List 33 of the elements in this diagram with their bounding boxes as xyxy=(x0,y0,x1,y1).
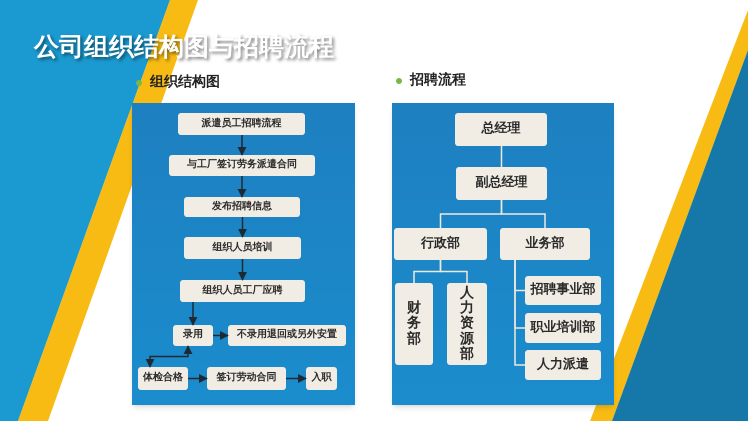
process-box: 派遣员工招聘流程 xyxy=(178,113,305,135)
process-box: 发布招聘信息 xyxy=(184,197,300,217)
arrow xyxy=(188,374,208,383)
process-box: 人力资源部 xyxy=(447,283,487,365)
process-box: 行政部 xyxy=(394,228,487,260)
process-box: 签订劳动合同 xyxy=(207,367,286,390)
process-box: 招聘事业部 xyxy=(525,276,601,305)
process-box: 与工厂签订劳务派遣合同 xyxy=(169,155,315,176)
arrow xyxy=(238,135,246,156)
connector-line xyxy=(500,146,502,167)
process-box: 组织人员工厂应聘 xyxy=(180,280,305,302)
process-box: 副总经理 xyxy=(456,167,547,200)
arrow xyxy=(146,345,192,368)
arrow xyxy=(238,217,247,238)
arrow xyxy=(238,176,246,198)
process-box: 组织人员培训 xyxy=(184,237,301,259)
arrow xyxy=(188,302,198,326)
process-box: 不录用退回或另外安置 xyxy=(228,325,346,346)
process-box: 人力派遣 xyxy=(525,350,601,380)
process-box: 职业培训部 xyxy=(525,313,601,343)
process-box: 录用 xyxy=(173,325,213,346)
connector-line xyxy=(514,260,525,366)
connector-line xyxy=(440,260,468,283)
arrow xyxy=(286,374,307,383)
process-box: 业务部 xyxy=(500,228,590,260)
arrow xyxy=(213,331,229,340)
arrow xyxy=(238,259,247,281)
process-box: 体检合格 xyxy=(138,367,188,390)
connector-line xyxy=(500,200,546,228)
section-heading: 招聘流程 xyxy=(410,70,466,90)
process-box: 入职 xyxy=(306,367,337,390)
process-box: 总经理 xyxy=(455,113,547,146)
process-box: 财务部 xyxy=(395,283,433,365)
